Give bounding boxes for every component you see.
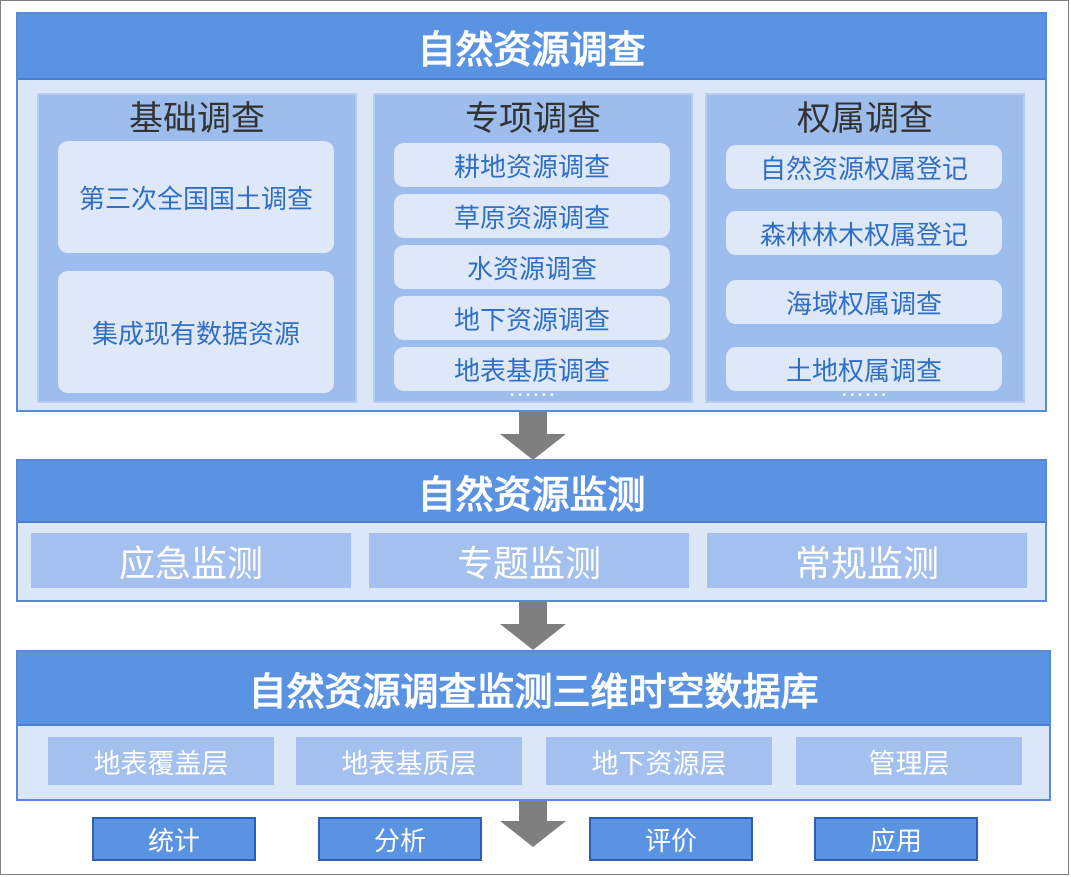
special-survey-title: 专项调查	[465, 99, 601, 139]
monitoring-item: 常规监测	[707, 533, 1027, 588]
down-arrow-icon	[500, 412, 566, 460]
special-survey-item: 草原资源调查	[394, 194, 670, 238]
down-arrow-icon	[500, 602, 566, 650]
ownership-survey-title: 权属调查	[797, 99, 933, 139]
basic-survey-title: 基础调查	[129, 99, 265, 139]
database-panel: 自然资源调查监测三维时空数据库 地表覆盖层 地表基质层 地下资源层 管理层	[16, 650, 1051, 801]
database-layer: 管理层	[796, 737, 1022, 785]
basic-survey-item: 第三次全国国土调查	[58, 141, 334, 253]
ownership-survey-item: 自然资源权属登记	[726, 145, 1002, 189]
output-box: 应用	[814, 817, 978, 861]
monitoring-item: 专题监测	[369, 533, 689, 588]
monitoring-item: 应急监测	[31, 533, 351, 588]
special-survey-item: 地表基质调查	[394, 347, 670, 391]
output-box: 分析	[318, 817, 482, 861]
down-arrow-icon	[500, 801, 566, 847]
special-survey-item: 水资源调查	[394, 245, 670, 289]
special-survey-column: 专项调查 耕地资源调查 草原资源调查 水资源调查 地下资源调查 地表基质调查 •…	[373, 93, 693, 403]
special-survey-item: 耕地资源调查	[394, 143, 670, 187]
more-dots: ••••••	[509, 390, 557, 401]
ownership-survey-item: 森林林木权属登记	[726, 211, 1002, 255]
survey-title: 自然资源调查	[18, 14, 1045, 80]
more-dots: ••••••	[841, 390, 889, 401]
monitoring-panel: 自然资源监测 应急监测 专题监测 常规监测	[16, 459, 1047, 602]
basic-survey-item: 集成现有数据资源	[58, 271, 334, 393]
ownership-survey-item: 海域权属调查	[726, 280, 1002, 324]
survey-panel: 自然资源调查 基础调查 第三次全国国土调查 集成现有数据资源 专项调查 耕地资源…	[16, 12, 1047, 412]
database-layer: 地表基质层	[296, 737, 522, 785]
special-survey-item: 地下资源调查	[394, 296, 670, 340]
database-title: 自然资源调查监测三维时空数据库	[18, 652, 1049, 726]
basic-survey-column: 基础调查 第三次全国国土调查 集成现有数据资源	[37, 93, 357, 403]
database-layer: 地表覆盖层	[48, 737, 274, 785]
ownership-survey-column: 权属调查 自然资源权属登记 森林林木权属登记 海域权属调查 土地权属调查 •••…	[705, 93, 1025, 403]
output-box: 评价	[589, 817, 753, 861]
database-layer: 地下资源层	[546, 737, 772, 785]
ownership-survey-item: 土地权属调查	[726, 347, 1002, 391]
output-box: 统计	[92, 817, 256, 861]
monitoring-title: 自然资源监测	[18, 461, 1045, 523]
